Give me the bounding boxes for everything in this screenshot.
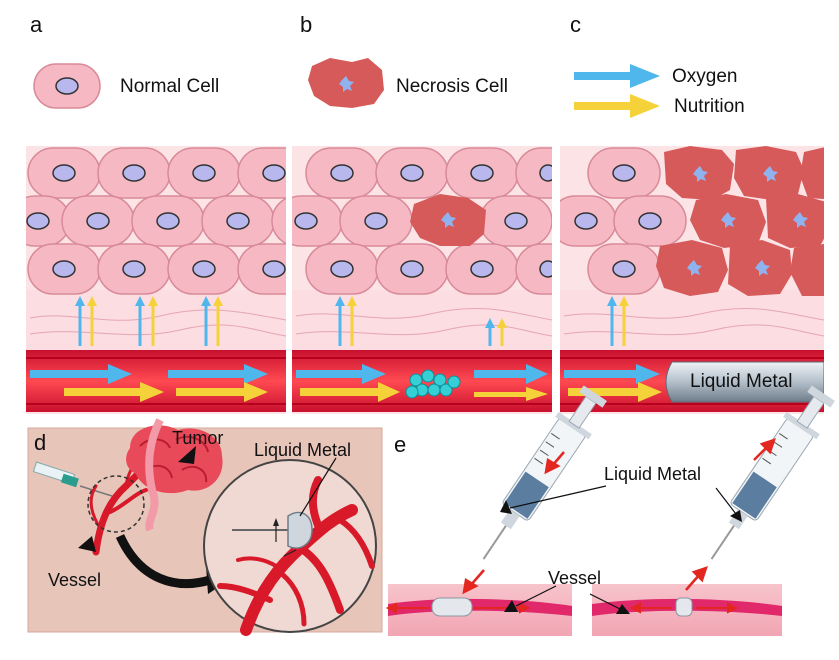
panel-d-vessel-label: Vessel bbox=[48, 570, 102, 590]
tumor-icon bbox=[126, 418, 223, 532]
nutrition-arrow-icon bbox=[574, 94, 660, 118]
panel-a-letter: a bbox=[30, 12, 43, 37]
panel-a-tissue bbox=[26, 146, 286, 414]
syringe-icon bbox=[482, 385, 607, 560]
panel-d-letter: d bbox=[34, 430, 47, 455]
necrosis-cell-label: Necrosis Cell bbox=[396, 76, 508, 97]
panel-d-liquid-metal-label: Liquid Metal bbox=[254, 440, 352, 460]
panel-c-tissue bbox=[560, 146, 824, 414]
magnifier-icon bbox=[203, 459, 377, 636]
syringe-icon bbox=[710, 385, 835, 560]
syringe-icon bbox=[32, 461, 113, 497]
normal-cell-icon bbox=[33, 63, 101, 109]
nutrition-label: Nutrition bbox=[674, 96, 745, 117]
panel-b-letter: b bbox=[300, 12, 313, 37]
panel-c-letter: c bbox=[570, 12, 581, 37]
normal-cell-label: Normal Cell bbox=[120, 76, 220, 97]
panel-e-letter: e bbox=[394, 432, 407, 457]
tumor-label: Tumor bbox=[172, 428, 224, 448]
panel-b-tissue bbox=[292, 146, 552, 414]
panel-c-liquid-metal-label: Liquid Metal bbox=[690, 371, 793, 392]
oxygen-arrow-icon bbox=[574, 64, 660, 88]
necrosis-cell-icon bbox=[308, 58, 384, 108]
oxygen-label: Oxygen bbox=[672, 66, 738, 87]
panel-e-liquid-metal-label: Liquid Metal bbox=[604, 464, 702, 484]
panel-e-vessel-label: Vessel bbox=[548, 568, 602, 588]
